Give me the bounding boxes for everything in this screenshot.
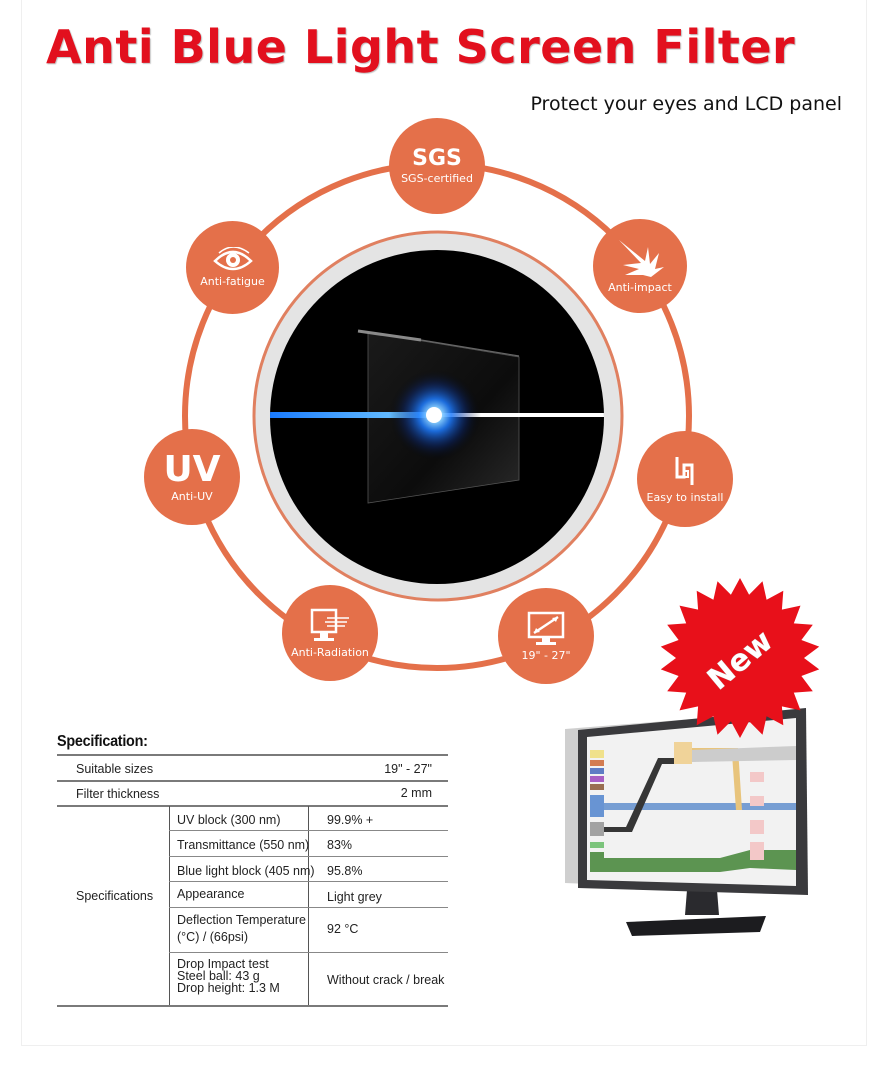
- feature-anti-fatigue: Anti-fatigue: [186, 221, 279, 314]
- feature-label: SGS-certified: [401, 171, 473, 185]
- spec-filter-thickness-label: Filter thickness: [76, 787, 160, 801]
- specification-heading: Specification:: [57, 733, 148, 750]
- impact-burst-icon: [619, 239, 664, 277]
- feature-size-range: 19" - 27": [498, 588, 594, 684]
- spec-suitable-sizes-label: Suitable sizes: [76, 762, 154, 776]
- feature-anti-radiation: Anti-Radiation: [282, 585, 378, 681]
- spec-row-value: Without crack / break: [327, 973, 445, 987]
- spec-row-label: Appearance: [177, 887, 245, 901]
- spec-suitable-sizes-value: 19" - 27": [384, 762, 432, 776]
- feature-anti-impact: Anti-impact: [593, 219, 687, 313]
- feature-label: Anti-fatigue: [200, 275, 265, 288]
- uv-logo-icon: UV: [163, 448, 221, 490]
- feature-label: Anti-impact: [608, 280, 672, 294]
- spec-row-value: 92 °C: [327, 922, 359, 936]
- sgs-logo-icon: SGS: [412, 145, 462, 171]
- clip-icon: [675, 456, 694, 485]
- spec-group-label: Specifications: [76, 889, 154, 903]
- new-badge: New: [660, 578, 820, 738]
- feature-easy-to-install: Easy to install: [637, 431, 733, 527]
- monitor-radiation-icon: [310, 608, 349, 641]
- feature-label: Anti-Radiation: [291, 645, 369, 659]
- feature-sgs-certified: SGS SGS-certified: [389, 118, 485, 214]
- spec-row-label: Transmittance (550 nm): [177, 838, 310, 852]
- spec-row-value: Light grey: [327, 890, 382, 904]
- spec-row-label: Drop Impact test Steel ball: 43 g Drop h…: [177, 957, 280, 995]
- spec-row-label: Deflection Temperature (°C) / (66psi): [177, 913, 307, 944]
- feature-label: Anti-UV: [171, 489, 213, 503]
- spec-row-value: 99.9% +: [327, 813, 374, 827]
- spec-row-value: 95.8%: [327, 864, 363, 878]
- spec-row-value: 83%: [327, 838, 353, 852]
- feature-label: Easy to install: [646, 490, 724, 504]
- spec-filter-thickness-value: 2 mm: [400, 786, 432, 800]
- feature-label: 19" - 27": [521, 648, 571, 662]
- page-title: Anti Blue Light Screen Filter: [46, 20, 796, 74]
- monitor-product-image: [565, 708, 808, 936]
- eye-icon: [212, 247, 253, 271]
- spec-row-label: Blue light block (405 nm): [177, 864, 315, 878]
- feature-anti-uv: UV Anti-UV: [144, 429, 240, 525]
- spec-row-label: UV block (300 nm): [177, 813, 281, 827]
- monitor-diagonal-icon: [527, 611, 565, 645]
- page-subtitle: Protect your eyes and LCD panel: [530, 93, 842, 115]
